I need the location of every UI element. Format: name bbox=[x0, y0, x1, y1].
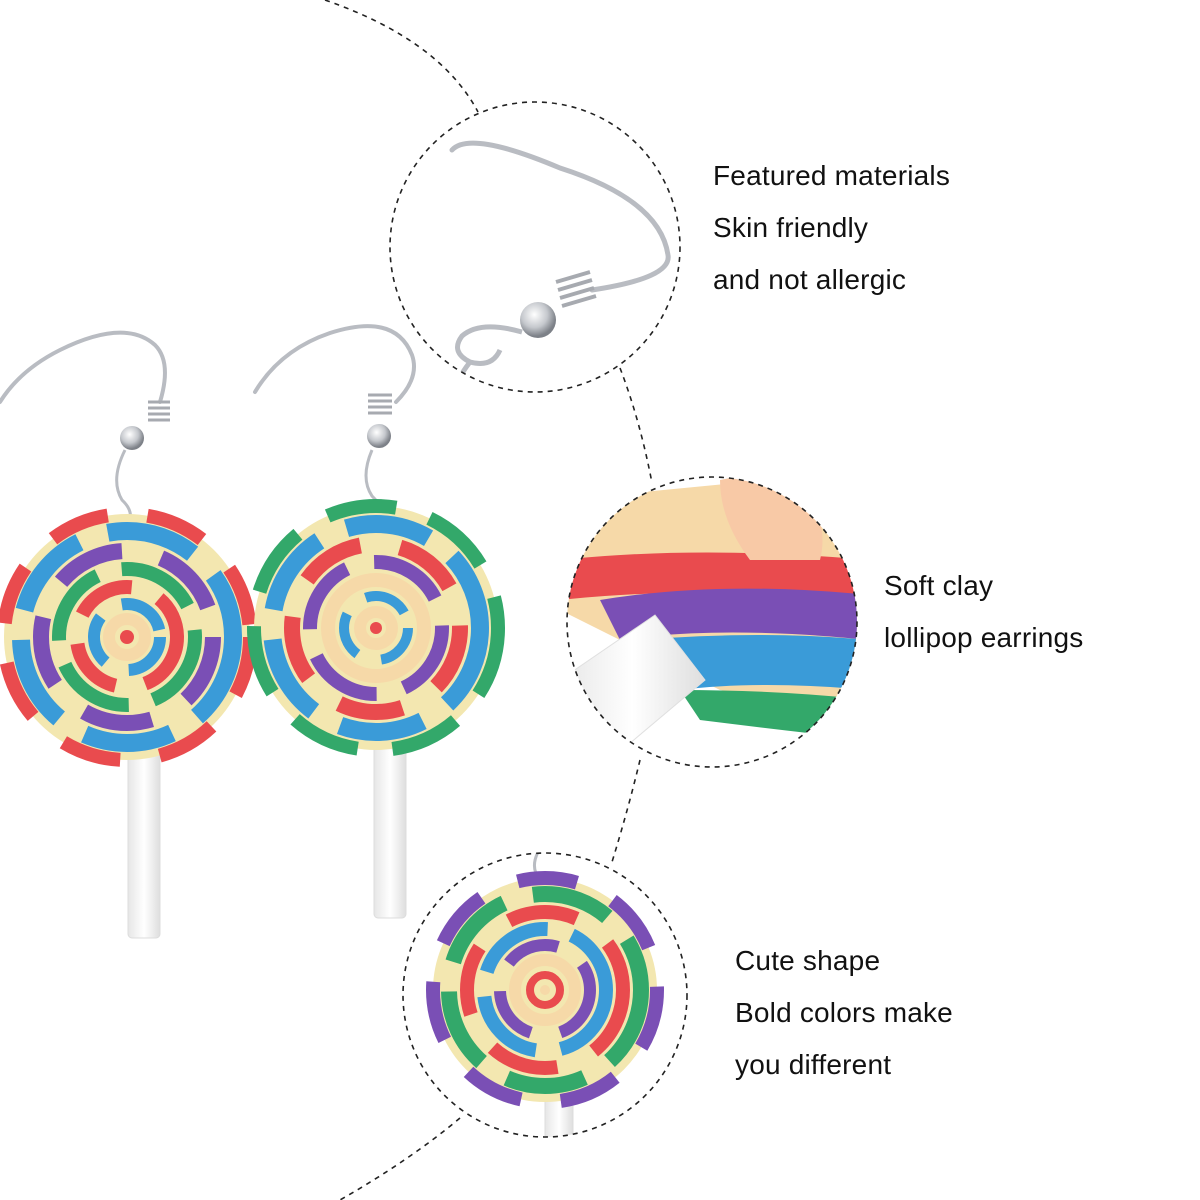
coil-icon bbox=[368, 393, 392, 415]
lollipop-swirl-icon bbox=[426, 871, 664, 1109]
coil-icon bbox=[148, 400, 170, 422]
caption-materials: Featured materials Skin friendly and not… bbox=[713, 150, 950, 306]
dashed-connectors bbox=[324, 0, 653, 1200]
caption-line: Featured materials bbox=[713, 160, 951, 191]
caption-line: Bold colors make bbox=[735, 997, 953, 1028]
caption-line: you different bbox=[735, 1049, 892, 1080]
zoom-circle-lollipop bbox=[402, 852, 688, 1138]
caption-soft-clay: Soft clay lollipop earrings bbox=[884, 560, 1084, 664]
caption-line: Skin friendly bbox=[713, 212, 869, 243]
lollipop-stick-icon bbox=[127, 729, 161, 939]
earring-hook-icon bbox=[449, 140, 671, 293]
caption-line: lollipop earrings bbox=[884, 622, 1084, 653]
caption-line: and not allergic bbox=[713, 264, 907, 295]
zoom-circle-clay-detail bbox=[566, 476, 858, 768]
right-earring bbox=[247, 324, 505, 919]
lollipop-swirl-icon bbox=[247, 499, 505, 757]
earring-hook-icon bbox=[0, 330, 167, 404]
caption-line: Cute shape bbox=[735, 945, 881, 976]
caption-line: Soft clay bbox=[884, 570, 994, 601]
caption-cute-shape: Cute shape Bold colors make you differen… bbox=[735, 935, 953, 1091]
zoom-circle-hook bbox=[389, 101, 681, 393]
left-earring bbox=[0, 330, 257, 939]
lollipop-swirl-icon bbox=[0, 507, 257, 767]
earring-hook-icon bbox=[253, 324, 416, 404]
coil-icon bbox=[555, 270, 597, 308]
